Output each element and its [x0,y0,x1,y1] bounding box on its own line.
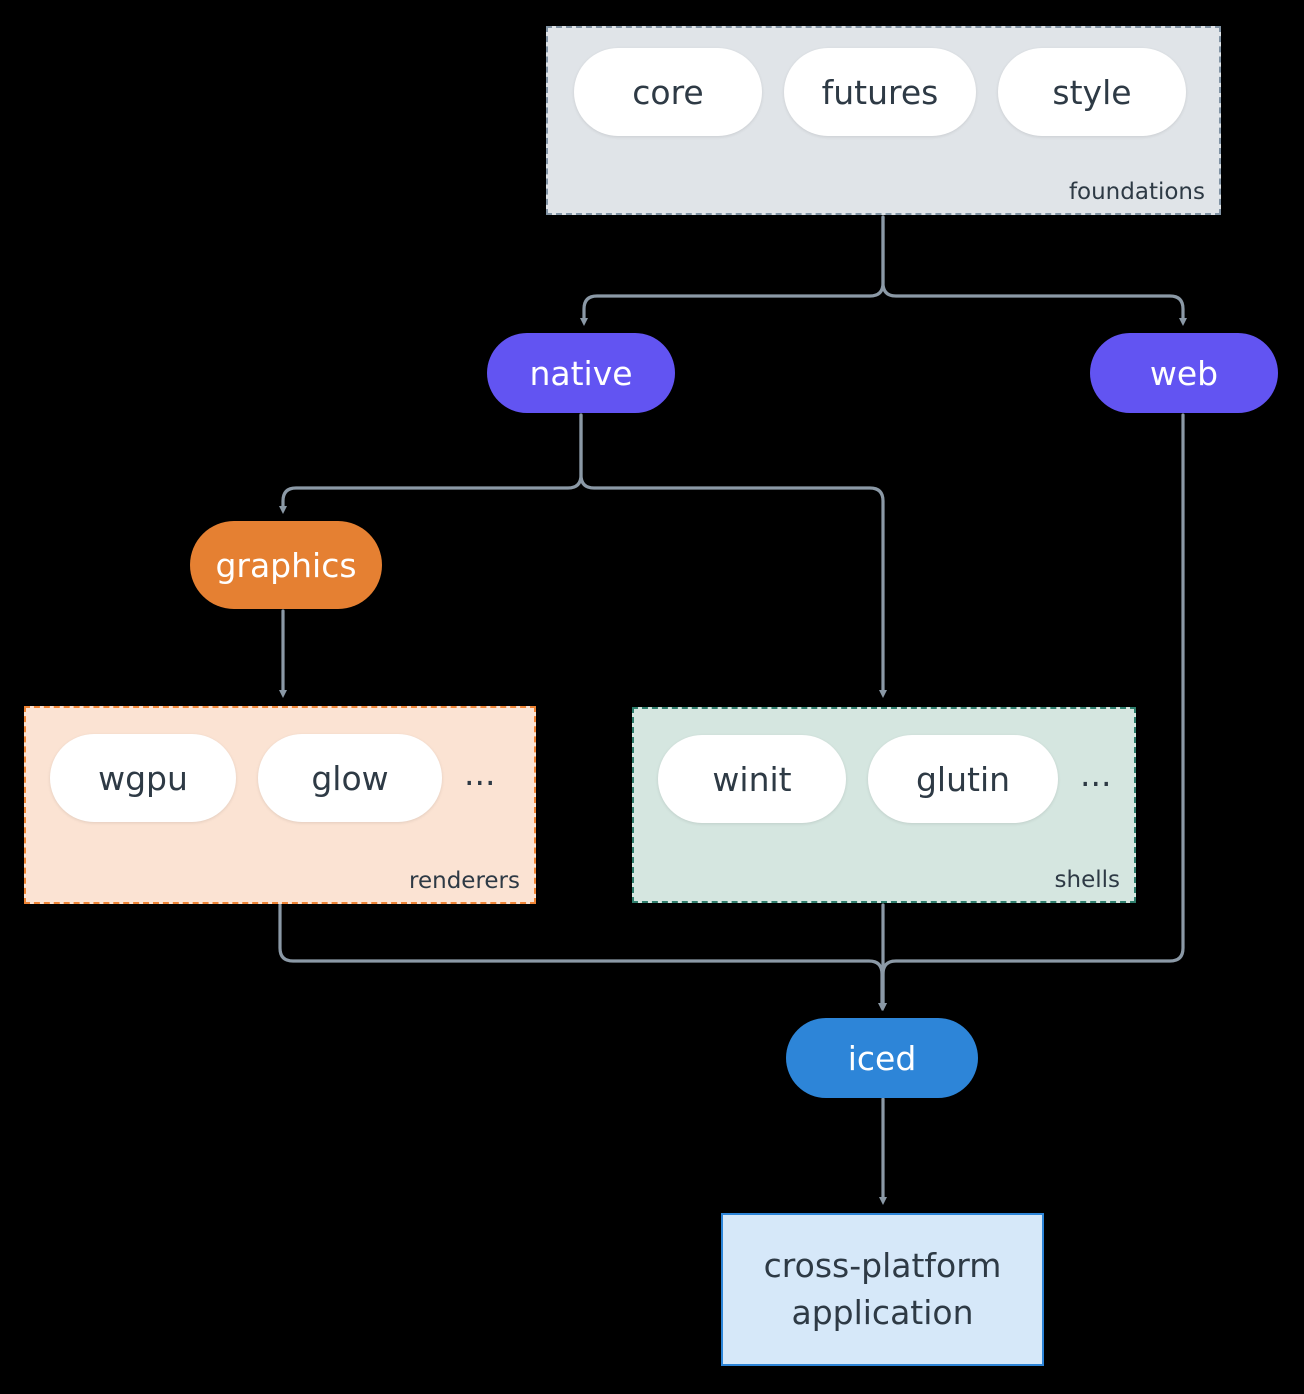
edge-native-shells [579,413,887,698]
application-line-1: cross-platform [763,1245,1002,1285]
cluster-label-shells: shells [1054,867,1120,893]
edge-native-graphics [279,413,583,514]
shells-members: winit glutin ... [634,735,1134,823]
node-web[interactable]: web [1090,333,1278,413]
renderers-members: wgpu glow ... [26,734,534,822]
edge-foundations-native [580,215,885,326]
cluster-shells: winit glutin ... shells [632,707,1136,903]
edge-renderers-iced [278,903,886,1011]
node-style[interactable]: style [998,48,1186,136]
node-core[interactable]: core [574,48,762,136]
cluster-label-renderers: renderers [409,868,520,894]
node-futures[interactable]: futures [784,48,976,136]
node-winit[interactable]: winit [658,735,846,823]
shells-more-ellipsis: ... [1080,754,1112,794]
cluster-renderers: wgpu glow ... renderers [24,706,536,904]
foundations-members: core futures style [548,48,1219,136]
cluster-foundations: core futures style foundations [546,26,1221,215]
node-iced[interactable]: iced [786,1018,978,1098]
node-glow[interactable]: glow [258,734,442,822]
node-graphics[interactable]: graphics [190,521,382,609]
renderers-more-ellipsis: ... [464,753,496,793]
edge-foundations-web [881,215,1187,326]
node-glutin[interactable]: glutin [868,735,1058,823]
node-wgpu[interactable]: wgpu [50,734,236,822]
node-cross-platform-application[interactable]: cross-platform application [721,1213,1044,1366]
cluster-label-foundations: foundations [1068,179,1205,205]
node-native[interactable]: native [487,333,675,413]
application-line-2: application [791,1292,974,1332]
